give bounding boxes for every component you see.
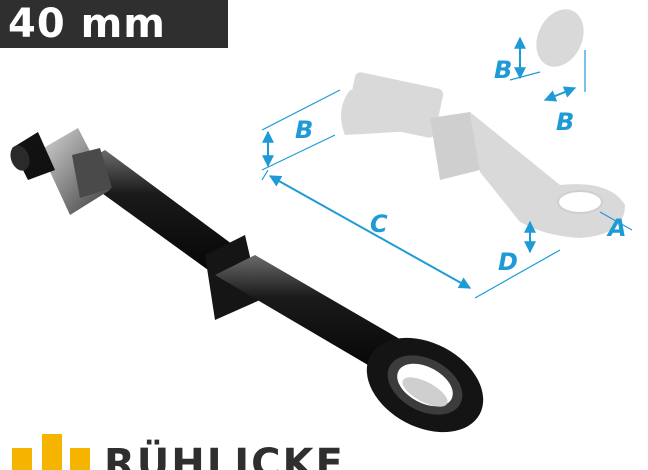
dim-label-shaft-b: B (295, 116, 313, 144)
brand-logo: RÜHLICKE (12, 430, 342, 470)
dim-label-length-c: C (370, 210, 388, 238)
dim-label-eye-a: A (606, 214, 627, 242)
dim-label-end-height-b: B (494, 56, 512, 84)
drawbar-rod-photo (10, 128, 484, 433)
dim-label-eye-d: D (498, 248, 518, 276)
dim-label-end-width-b: B (556, 108, 574, 136)
brand-mark-icon (12, 434, 90, 470)
dimension-lines (261, 36, 633, 299)
ghost-part-drawing (341, 9, 625, 238)
brand-name: RÜHLICKE (104, 441, 342, 470)
dimension-labels: B B B C D A (295, 56, 627, 276)
size-badge: 40 mm (0, 0, 228, 48)
